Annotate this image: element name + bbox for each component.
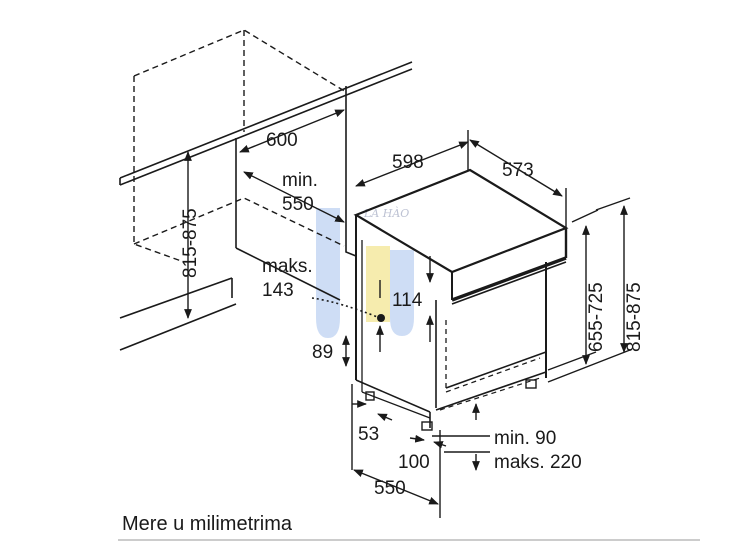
watermark-logo: LÀ HÀO <box>316 206 414 338</box>
label-appliance-depth: 573 <box>502 160 534 181</box>
label-plinth-value: 143 <box>262 280 294 301</box>
caption: Mere u milimetrima <box>122 513 293 535</box>
label-door-gap: 100 <box>398 452 430 473</box>
label-base-height: 89 <box>312 342 333 363</box>
label-height-outer: 815-875 <box>624 282 645 352</box>
label-plinth-max: maks. 220 <box>494 452 582 473</box>
label-plinth-min: min. 90 <box>494 428 556 449</box>
watermark-text: LÀ HÀO <box>363 206 409 220</box>
label-plinth-maks: maks. <box>262 256 313 277</box>
label-niche-depth: 550 <box>374 478 406 499</box>
label-appliance-width: 598 <box>392 152 424 173</box>
label-height-inner: 655-725 <box>586 282 607 352</box>
label-cabinet-depth: 600 <box>266 130 298 151</box>
leader-143 <box>311 297 381 319</box>
label-niche-min-value: 550 <box>282 194 314 215</box>
label-niche-min: min. <box>282 170 318 191</box>
label-foot-offset: 53 <box>358 424 379 445</box>
label-niche-height-left: 815-875 <box>180 208 201 278</box>
label-door-offset: 114 <box>392 290 423 311</box>
dimension-lines <box>184 109 631 518</box>
leader-dot <box>377 314 385 322</box>
